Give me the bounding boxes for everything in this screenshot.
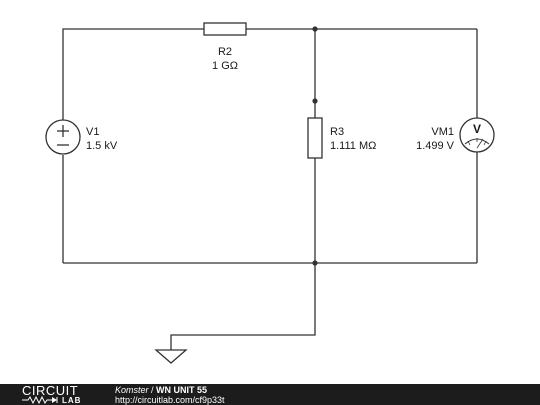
- junction-dot: [312, 260, 318, 266]
- wire-ground: [170, 263, 316, 350]
- voltage-source-v1[interactable]: [45, 119, 81, 155]
- credit-line: Komster / WN UNIT 55: [115, 385, 207, 395]
- credit-separator: /: [148, 385, 157, 395]
- logo-subword: LAB: [62, 396, 82, 405]
- r2-name: R2: [218, 46, 232, 58]
- r2-value: 1 GΩ: [212, 60, 238, 72]
- resistor-glyph-icon: [22, 396, 58, 404]
- logo-wordmark: CIRCUIT: [22, 383, 79, 398]
- v1-name: V1: [86, 126, 99, 138]
- v1-value: 1.5 kV: [86, 140, 118, 152]
- junction-dot: [312, 26, 318, 32]
- voltmeter-vm1[interactable]: V: [459, 117, 495, 153]
- circuitlab-logo[interactable]: CIRCUIT LAB: [22, 384, 100, 405]
- footer-bar: CIRCUIT LAB Komster / WN UNIT 55 http://…: [0, 384, 540, 405]
- circuit-url-link[interactable]: http://circuitlab.com/cf9p33t: [115, 395, 225, 405]
- r3-name: R3: [330, 126, 344, 138]
- vm1-name: VM1: [431, 126, 454, 138]
- vm1-value: 1.499 V: [416, 140, 455, 152]
- author-name[interactable]: Komster: [115, 385, 149, 395]
- circuit-diagram: V R2 1 GΩ R3 1.111 MΩ V1 1.5 kV VM1 1.49…: [45, 22, 495, 364]
- resistor-r2[interactable]: [203, 22, 247, 36]
- circuit-title[interactable]: WN UNIT 55: [156, 385, 208, 395]
- r3-value: 1.111 MΩ: [330, 140, 376, 152]
- junction-dot: [312, 98, 318, 104]
- wire-top-left: [62, 28, 204, 120]
- resistor-r3[interactable]: [307, 117, 323, 159]
- voltmeter-symbol: V: [473, 122, 481, 136]
- ground-icon: [154, 349, 188, 364]
